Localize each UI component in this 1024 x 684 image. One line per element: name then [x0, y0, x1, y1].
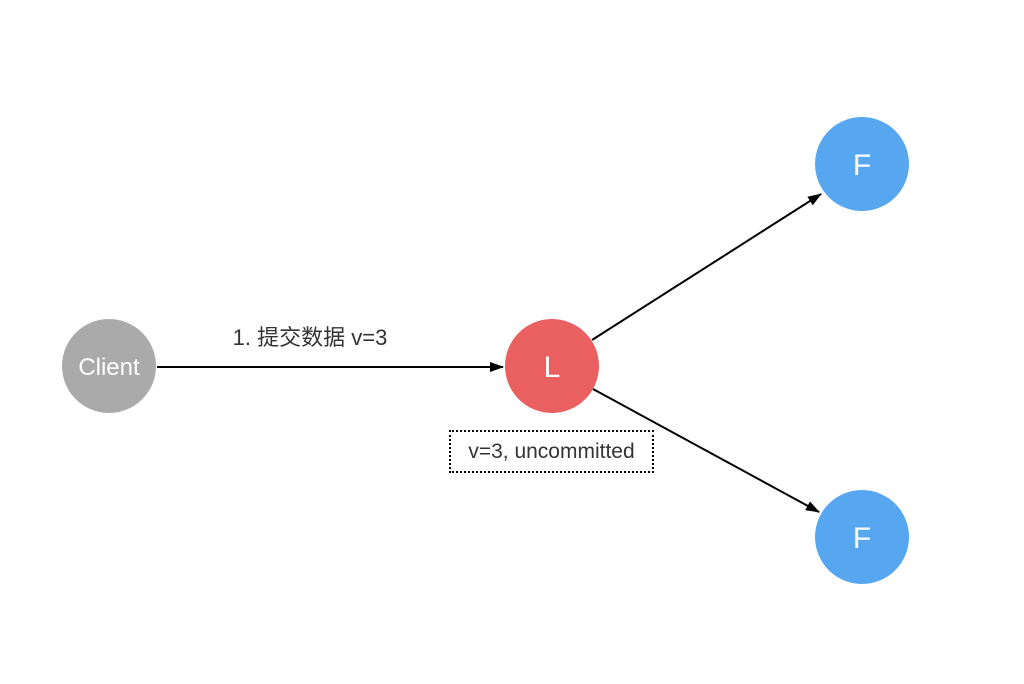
edge-label-submit-data: 1. 提交数据 v=3	[232, 325, 388, 350]
follower-bottom-node-circle	[815, 490, 909, 584]
leader-node-circle	[505, 319, 599, 413]
client-node-circle	[62, 319, 156, 413]
node-client: Client	[62, 319, 156, 413]
leader-node-label: L	[544, 351, 561, 384]
node-follower-top: F	[815, 117, 909, 211]
edge-leader-to-follower-top	[591, 193, 822, 341]
uncommitted-note-box: v=3, uncommitted	[449, 430, 654, 473]
edge-leader-to-follower-bottom	[592, 388, 820, 513]
uncommitted-note-text: v=3, uncommitted	[468, 439, 635, 463]
follower-top-node-label: F	[853, 149, 871, 182]
node-follower-bottom: F	[815, 490, 909, 584]
client-node-label: Client	[78, 354, 140, 381]
follower-top-node-circle	[815, 117, 909, 211]
follower-bottom-node-label: F	[853, 522, 871, 555]
node-leader: L	[505, 319, 599, 413]
